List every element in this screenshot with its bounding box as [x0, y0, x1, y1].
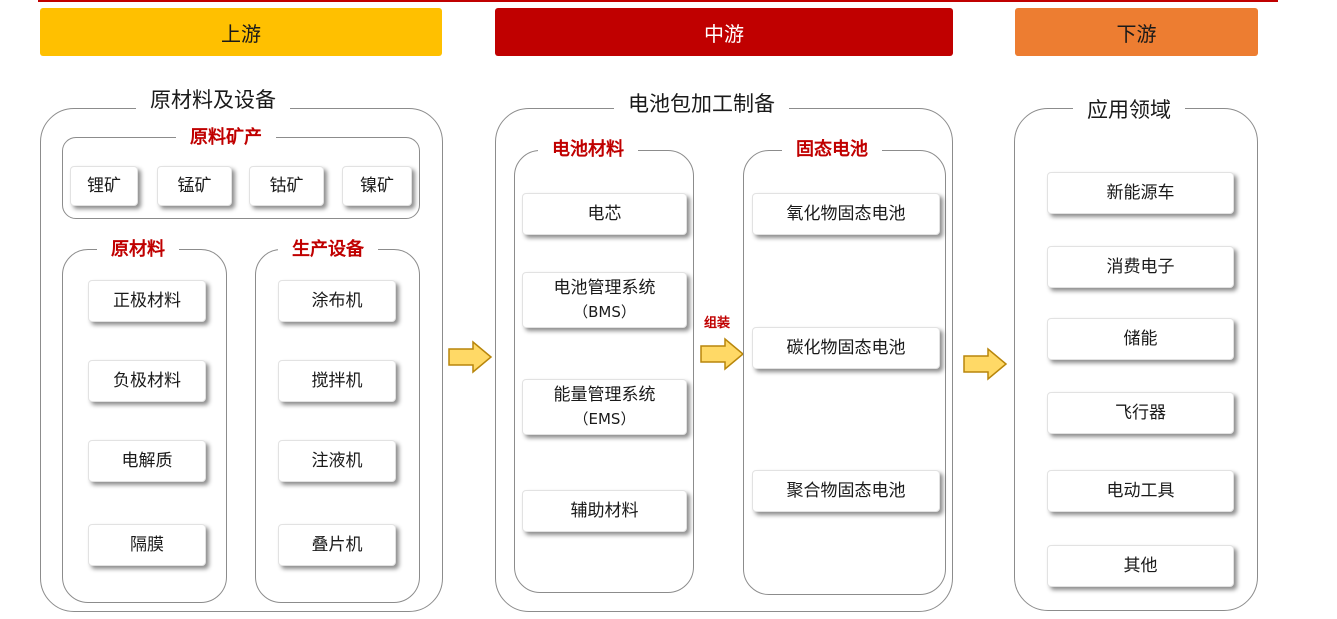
solid-carbide: 碳化物固态电池 [752, 327, 940, 369]
battery-ems-sub: （EMS） [573, 410, 636, 428]
assemble-label: 组装 [704, 316, 731, 331]
equipment-title: 生产设备 [278, 237, 378, 263]
material-separator: 隔膜 [88, 524, 206, 566]
materials-title: 原材料 [97, 237, 179, 263]
material-anode: 负极材料 [88, 360, 206, 402]
app-nev: 新能源车 [1047, 172, 1234, 214]
equipment-stacker: 叠片机 [278, 524, 396, 566]
battery-ems: 能量管理系统 （EMS） [522, 379, 687, 435]
top-rule [38, 0, 1278, 2]
solid-oxide: 氧化物固态电池 [752, 193, 940, 235]
downstream-header: 下游 [1015, 8, 1258, 56]
battery-cell: 电芯 [522, 193, 687, 235]
assemble-arrow-icon [700, 337, 745, 371]
battery-auxiliary-label: 辅助材料 [570, 501, 639, 521]
battery-materials-title: 电池材料 [538, 137, 638, 163]
upstream-header: 上游 [40, 8, 442, 56]
mineral-lithium: 锂矿 [70, 166, 138, 206]
battery-bms-sub: （BMS） [573, 303, 636, 321]
mineral-nickel: 镍矿 [342, 166, 412, 206]
material-cathode: 正极材料 [88, 280, 206, 322]
midstream-title: 电池包加工制备 [614, 91, 789, 117]
battery-ems-label: 能量管理系统 [553, 385, 656, 405]
battery-cell-label: 电芯 [587, 204, 622, 224]
downstream-title: 应用领域 [1073, 97, 1185, 123]
midstream-header: 中游 [495, 8, 953, 56]
app-energy-storage: 储能 [1047, 318, 1234, 360]
battery-auxiliary: 辅助材料 [522, 490, 687, 532]
equipment-filler: 注液机 [278, 440, 396, 482]
solid-polymer: 聚合物固态电池 [752, 470, 940, 512]
app-consumer-electronics: 消费电子 [1047, 246, 1234, 288]
app-power-tools: 电动工具 [1047, 470, 1234, 512]
app-aircraft: 飞行器 [1047, 392, 1234, 434]
flow-arrow-icon [448, 340, 493, 374]
minerals-title: 原料矿产 [176, 125, 276, 151]
flow-arrow-icon [963, 347, 1008, 381]
material-electrolyte: 电解质 [88, 440, 206, 482]
battery-bms: 电池管理系统 （BMS） [522, 272, 687, 328]
solid-state-title: 固态电池 [782, 137, 882, 163]
mineral-cobalt: 钴矿 [249, 166, 324, 206]
equipment-coater: 涂布机 [278, 280, 396, 322]
upstream-title: 原材料及设备 [136, 87, 290, 113]
app-other: 其他 [1047, 545, 1234, 587]
battery-bms-label: 电池管理系统 [553, 278, 656, 298]
mineral-manganese: 锰矿 [157, 166, 232, 206]
equipment-mixer: 搅拌机 [278, 360, 396, 402]
